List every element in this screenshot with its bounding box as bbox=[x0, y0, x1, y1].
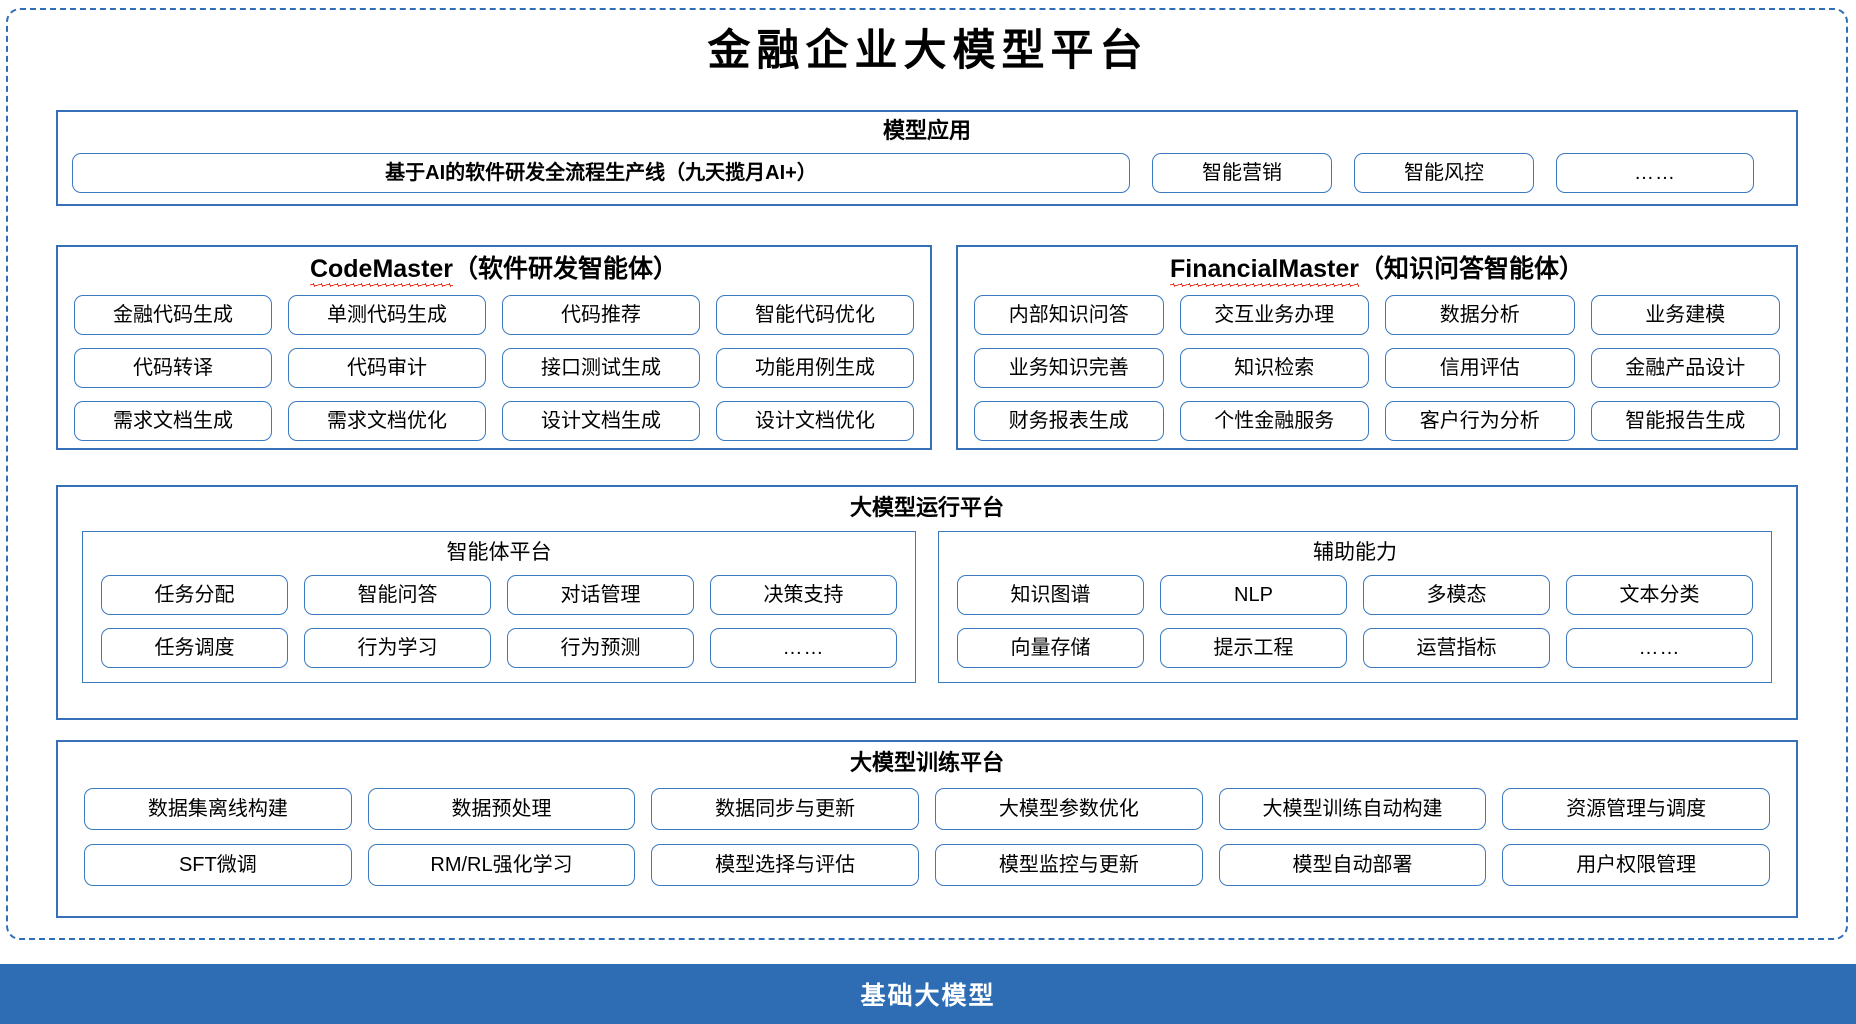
financial-master-pill-3-4[interactable]: 智能报告生成 bbox=[1590, 401, 1780, 441]
run-platform-columns: 智能体平台 任务分配 智能问答 对话管理 决策支持 任务调度 行为学习 行为预测… bbox=[58, 531, 1796, 683]
financial-master-row-3: 财务报表生成 个性金融服务 客户行为分析 智能报告生成 bbox=[974, 401, 1780, 441]
section-train-platform: 大模型训练平台 数据集离线构建 数据预处理 数据同步与更新 大模型参数优化 大模… bbox=[56, 740, 1798, 918]
code-master-pill-2-2[interactable]: 代码审计 bbox=[288, 348, 486, 388]
agent-platform-pill-2-1[interactable]: 任务调度 bbox=[101, 628, 288, 668]
financial-master-latin-name: FinancialMaster bbox=[1170, 255, 1359, 287]
financial-master-pill-1-1[interactable]: 内部知识问答 bbox=[974, 295, 1164, 335]
train-pill-2-4[interactable]: 模型监控与更新 bbox=[935, 844, 1203, 886]
section-model-application: 模型应用 基于AI的软件研发全流程生产线（九天揽月AI+） 智能营销 智能风控 … bbox=[56, 110, 1798, 206]
financial-master-pill-1-3[interactable]: 数据分析 bbox=[1385, 295, 1575, 335]
train-platform-row-1: 数据集离线构建 数据预处理 数据同步与更新 大模型参数优化 大模型训练自动构建 … bbox=[84, 788, 1771, 830]
auxiliary-row-1: 知识图谱 NLP 多模态 文本分类 bbox=[957, 575, 1753, 615]
financial-master-pill-2-3[interactable]: 信用评估 bbox=[1385, 348, 1575, 388]
code-master-pill-2-3[interactable]: 接口测试生成 bbox=[502, 348, 700, 388]
section-title-code-master: CodeMaster（软件研发智能体） bbox=[58, 255, 930, 287]
financial-master-pill-2-1[interactable]: 业务知识完善 bbox=[974, 348, 1164, 388]
agent-platform-pill-1-3[interactable]: 对话管理 bbox=[507, 575, 694, 615]
code-master-cn-name: （软件研发智能体） bbox=[453, 255, 679, 283]
code-master-row-1: 金融代码生成 单测代码生成 代码推荐 智能代码优化 bbox=[74, 295, 914, 335]
agent-platform-pill-1-2[interactable]: 智能问答 bbox=[304, 575, 491, 615]
train-pill-2-5[interactable]: 模型自动部署 bbox=[1218, 844, 1487, 886]
auxiliary-pill-1-1[interactable]: 知识图谱 bbox=[957, 575, 1144, 615]
agent-platform-pill-2-3[interactable]: 行为预测 bbox=[507, 628, 694, 668]
section-title-run-platform: 大模型运行平台 bbox=[849, 495, 1004, 520]
train-pill-1-5[interactable]: 大模型训练自动构建 bbox=[1218, 788, 1487, 830]
train-pill-1-2[interactable]: 数据预处理 bbox=[367, 788, 636, 830]
financial-master-pill-1-4[interactable]: 业务建模 bbox=[1590, 295, 1780, 335]
app-pill-risk-control[interactable]: 智能风控 bbox=[1354, 153, 1534, 193]
app-pill-flagship[interactable]: 基于AI的软件研发全流程生产线（九天揽月AI+） bbox=[72, 153, 1130, 193]
code-master-pill-3-4[interactable]: 设计文档优化 bbox=[716, 401, 914, 441]
train-platform-capabilities: 数据集离线构建 数据预处理 数据同步与更新 大模型参数优化 大模型训练自动构建 … bbox=[58, 788, 1796, 886]
auxiliary-pill-1-2[interactable]: NLP bbox=[1160, 575, 1347, 615]
agent-platform-row-1: 任务分配 智能问答 对话管理 决策支持 bbox=[101, 575, 897, 615]
base-model-bar: 基础大模型 bbox=[0, 964, 1856, 1024]
financial-master-row-2: 业务知识完善 知识检索 信用评估 金融产品设计 bbox=[974, 348, 1780, 388]
train-pill-2-3[interactable]: 模型选择与评估 bbox=[651, 844, 920, 886]
code-master-pill-1-2[interactable]: 单测代码生成 bbox=[288, 295, 486, 335]
code-master-pill-2-4[interactable]: 功能用例生成 bbox=[716, 348, 914, 388]
auxiliary-capabilities: 知识图谱 NLP 多模态 文本分类 向量存储 提示工程 运营指标 …… bbox=[939, 575, 1771, 668]
auxiliary-pill-2-3[interactable]: 运营指标 bbox=[1363, 628, 1550, 668]
train-pill-2-6[interactable]: 用户权限管理 bbox=[1502, 844, 1771, 886]
financial-master-capabilities: 内部知识问答 交互业务办理 数据分析 业务建模 业务知识完善 知识检索 信用评估… bbox=[958, 295, 1796, 441]
section-financial-master: FinancialMaster（知识问答智能体） 内部知识问答 交互业务办理 数… bbox=[956, 245, 1798, 450]
agent-platform-pill-2-4-more[interactable]: …… bbox=[710, 628, 897, 668]
financial-master-pill-3-1[interactable]: 财务报表生成 bbox=[974, 401, 1164, 441]
section-code-master: CodeMaster（软件研发智能体） 金融代码生成 单测代码生成 代码推荐 智… bbox=[56, 245, 932, 450]
app-pill-more[interactable]: …… bbox=[1556, 153, 1754, 193]
train-pill-2-2[interactable]: RM/RL强化学习 bbox=[367, 844, 636, 886]
financial-master-row-1: 内部知识问答 交互业务办理 数据分析 业务建模 bbox=[974, 295, 1780, 335]
agent-platform-pill-2-2[interactable]: 行为学习 bbox=[304, 628, 491, 668]
financial-master-pill-2-2[interactable]: 知识检索 bbox=[1179, 348, 1369, 388]
train-pill-1-4[interactable]: 大模型参数优化 bbox=[935, 788, 1203, 830]
section-title-financial-master: FinancialMaster（知识问答智能体） bbox=[958, 255, 1796, 287]
auxiliary-pill-2-1[interactable]: 向量存储 bbox=[957, 628, 1144, 668]
financial-master-pill-3-3[interactable]: 客户行为分析 bbox=[1385, 401, 1575, 441]
code-master-capabilities: 金融代码生成 单测代码生成 代码推荐 智能代码优化 代码转译 代码审计 接口测试… bbox=[58, 295, 930, 441]
financial-master-pill-1-2[interactable]: 交互业务办理 bbox=[1179, 295, 1369, 335]
app-pill-marketing[interactable]: 智能营销 bbox=[1152, 153, 1332, 193]
base-model-label: 基础大模型 bbox=[860, 982, 996, 1010]
code-master-pill-2-1[interactable]: 代码转译 bbox=[74, 348, 272, 388]
financial-master-cn-name: （知识问答智能体） bbox=[1358, 255, 1584, 283]
subsection-auxiliary-capability: 辅助能力 知识图谱 NLP 多模态 文本分类 向量存储 提示工程 运营指标 …… bbox=[938, 531, 1772, 683]
subsection-agent-platform: 智能体平台 任务分配 智能问答 对话管理 决策支持 任务调度 行为学习 行为预测… bbox=[82, 531, 916, 683]
train-pill-1-3[interactable]: 数据同步与更新 bbox=[651, 788, 920, 830]
train-pill-2-1[interactable]: SFT微调 bbox=[84, 844, 352, 886]
code-master-pill-3-2[interactable]: 需求文档优化 bbox=[288, 401, 486, 441]
subsection-title-auxiliary-capability: 辅助能力 bbox=[1313, 541, 1397, 564]
agent-platform-capabilities: 任务分配 智能问答 对话管理 决策支持 任务调度 行为学习 行为预测 …… bbox=[83, 575, 915, 668]
section-title-model-application: 模型应用 bbox=[882, 118, 971, 143]
train-platform-row-2: SFT微调 RM/RL强化学习 模型选择与评估 模型监控与更新 模型自动部署 用… bbox=[84, 844, 1771, 886]
code-master-row-3: 需求文档生成 需求文档优化 设计文档生成 设计文档优化 bbox=[74, 401, 914, 441]
code-master-row-2: 代码转译 代码审计 接口测试生成 功能用例生成 bbox=[74, 348, 914, 388]
code-master-pill-3-1[interactable]: 需求文档生成 bbox=[74, 401, 272, 441]
auxiliary-pill-1-3[interactable]: 多模态 bbox=[1363, 575, 1550, 615]
section-title-train-platform: 大模型训练平台 bbox=[849, 750, 1004, 775]
code-master-pill-3-3[interactable]: 设计文档生成 bbox=[502, 401, 700, 441]
section-run-platform: 大模型运行平台 智能体平台 任务分配 智能问答 对话管理 决策支持 任务调度 行… bbox=[56, 485, 1798, 720]
subsection-title-agent-platform: 智能体平台 bbox=[446, 541, 552, 564]
auxiliary-row-2: 向量存储 提示工程 运营指标 …… bbox=[957, 628, 1753, 668]
agent-platform-pill-1-4[interactable]: 决策支持 bbox=[710, 575, 897, 615]
financial-master-pill-3-2[interactable]: 个性金融服务 bbox=[1179, 401, 1369, 441]
code-master-pill-1-3[interactable]: 代码推荐 bbox=[502, 295, 700, 335]
auxiliary-pill-1-4[interactable]: 文本分类 bbox=[1566, 575, 1753, 615]
code-master-latin-name: CodeMaster bbox=[309, 255, 454, 287]
auxiliary-pill-2-4-more[interactable]: …… bbox=[1566, 628, 1753, 668]
code-master-pill-1-4[interactable]: 智能代码优化 bbox=[716, 295, 914, 335]
train-pill-1-6[interactable]: 资源管理与调度 bbox=[1502, 788, 1771, 830]
auxiliary-pill-2-2[interactable]: 提示工程 bbox=[1160, 628, 1347, 668]
financial-master-pill-2-4[interactable]: 金融产品设计 bbox=[1590, 348, 1780, 388]
page-title: 金融企业大模型平台 bbox=[707, 26, 1149, 76]
code-master-pill-1-1[interactable]: 金融代码生成 bbox=[74, 295, 272, 335]
agent-platform-row-2: 任务调度 行为学习 行为预测 …… bbox=[101, 628, 897, 668]
train-pill-1-1[interactable]: 数据集离线构建 bbox=[84, 788, 352, 830]
model-application-items: 基于AI的软件研发全流程生产线（九天揽月AI+） 智能营销 智能风控 …… bbox=[58, 153, 1796, 193]
agent-platform-pill-1-1[interactable]: 任务分配 bbox=[101, 575, 288, 615]
